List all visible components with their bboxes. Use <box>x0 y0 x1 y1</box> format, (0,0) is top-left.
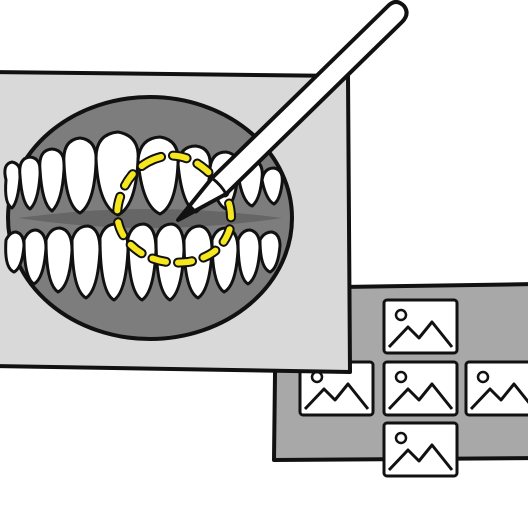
mountain-icon <box>387 443 454 472</box>
thumbnail-bottom[interactable] <box>382 421 459 478</box>
pen-tip <box>178 204 198 220</box>
thumbnail-right[interactable] <box>464 360 528 417</box>
mountain-icon <box>469 382 528 411</box>
mountain-icon <box>303 382 370 411</box>
pen-body <box>176 0 409 222</box>
sun-icon <box>394 431 408 445</box>
stylus-pen-icon[interactable] <box>176 0 409 222</box>
image-thumbnail-icon <box>382 421 459 478</box>
tooth <box>260 166 284 206</box>
image-thumbnail-icon <box>464 360 528 417</box>
sun-icon <box>476 370 490 384</box>
lower-teeth <box>4 222 282 302</box>
upper-teeth <box>3 130 284 217</box>
mountain-icon <box>387 382 454 411</box>
pen-tip-line <box>211 176 228 195</box>
thumbnail-center[interactable] <box>382 360 459 417</box>
image-thumbnail-icon <box>382 360 459 417</box>
thumbnail-top[interactable] <box>382 298 459 355</box>
image-thumbnail-icon <box>382 298 459 355</box>
sun-icon <box>394 308 408 322</box>
sun-icon <box>394 370 408 384</box>
mouth-inner-shadow <box>18 209 282 228</box>
tooth <box>258 230 282 274</box>
mountain-icon <box>387 320 454 349</box>
selection-dashed-circle <box>114 152 234 266</box>
